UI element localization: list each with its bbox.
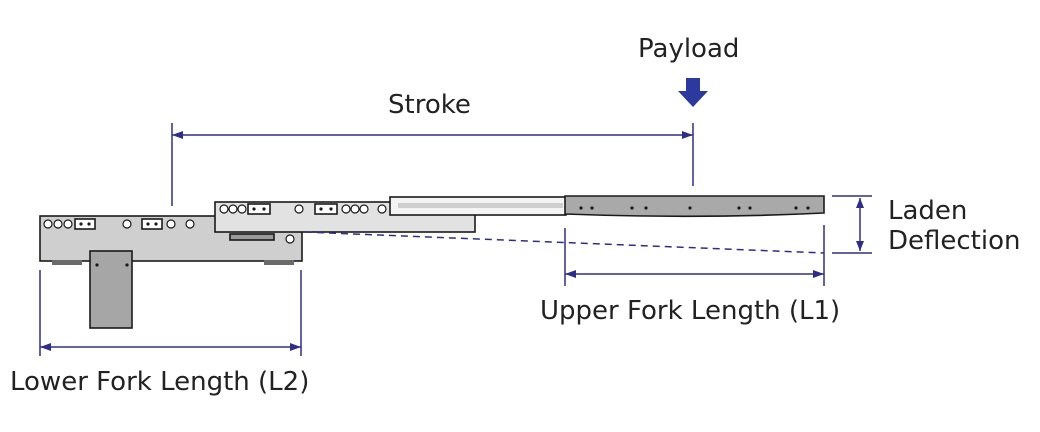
- upper-fork: [564, 195, 825, 218]
- upper-fork-length-dimension: [564, 225, 825, 286]
- deflection-dimension: [832, 195, 872, 254]
- support-leg: [89, 250, 133, 329]
- guide-rail: [389, 196, 567, 216]
- laden-label: Laden: [888, 196, 968, 226]
- upper-fork-length-label: Upper Fork Length (L1): [540, 296, 841, 326]
- payload-label: Payload: [638, 34, 740, 64]
- stroke-dimension: [171, 123, 694, 206]
- down-arrow-icon: [678, 78, 708, 107]
- lower-fork-length-label: Lower Fork Length (L2): [10, 367, 310, 397]
- lower-fork-length-dimension: [39, 270, 302, 356]
- deflection-label: Deflection: [888, 226, 1021, 256]
- deflection-line: [304, 231, 825, 254]
- stroke-label: Stroke: [388, 90, 471, 120]
